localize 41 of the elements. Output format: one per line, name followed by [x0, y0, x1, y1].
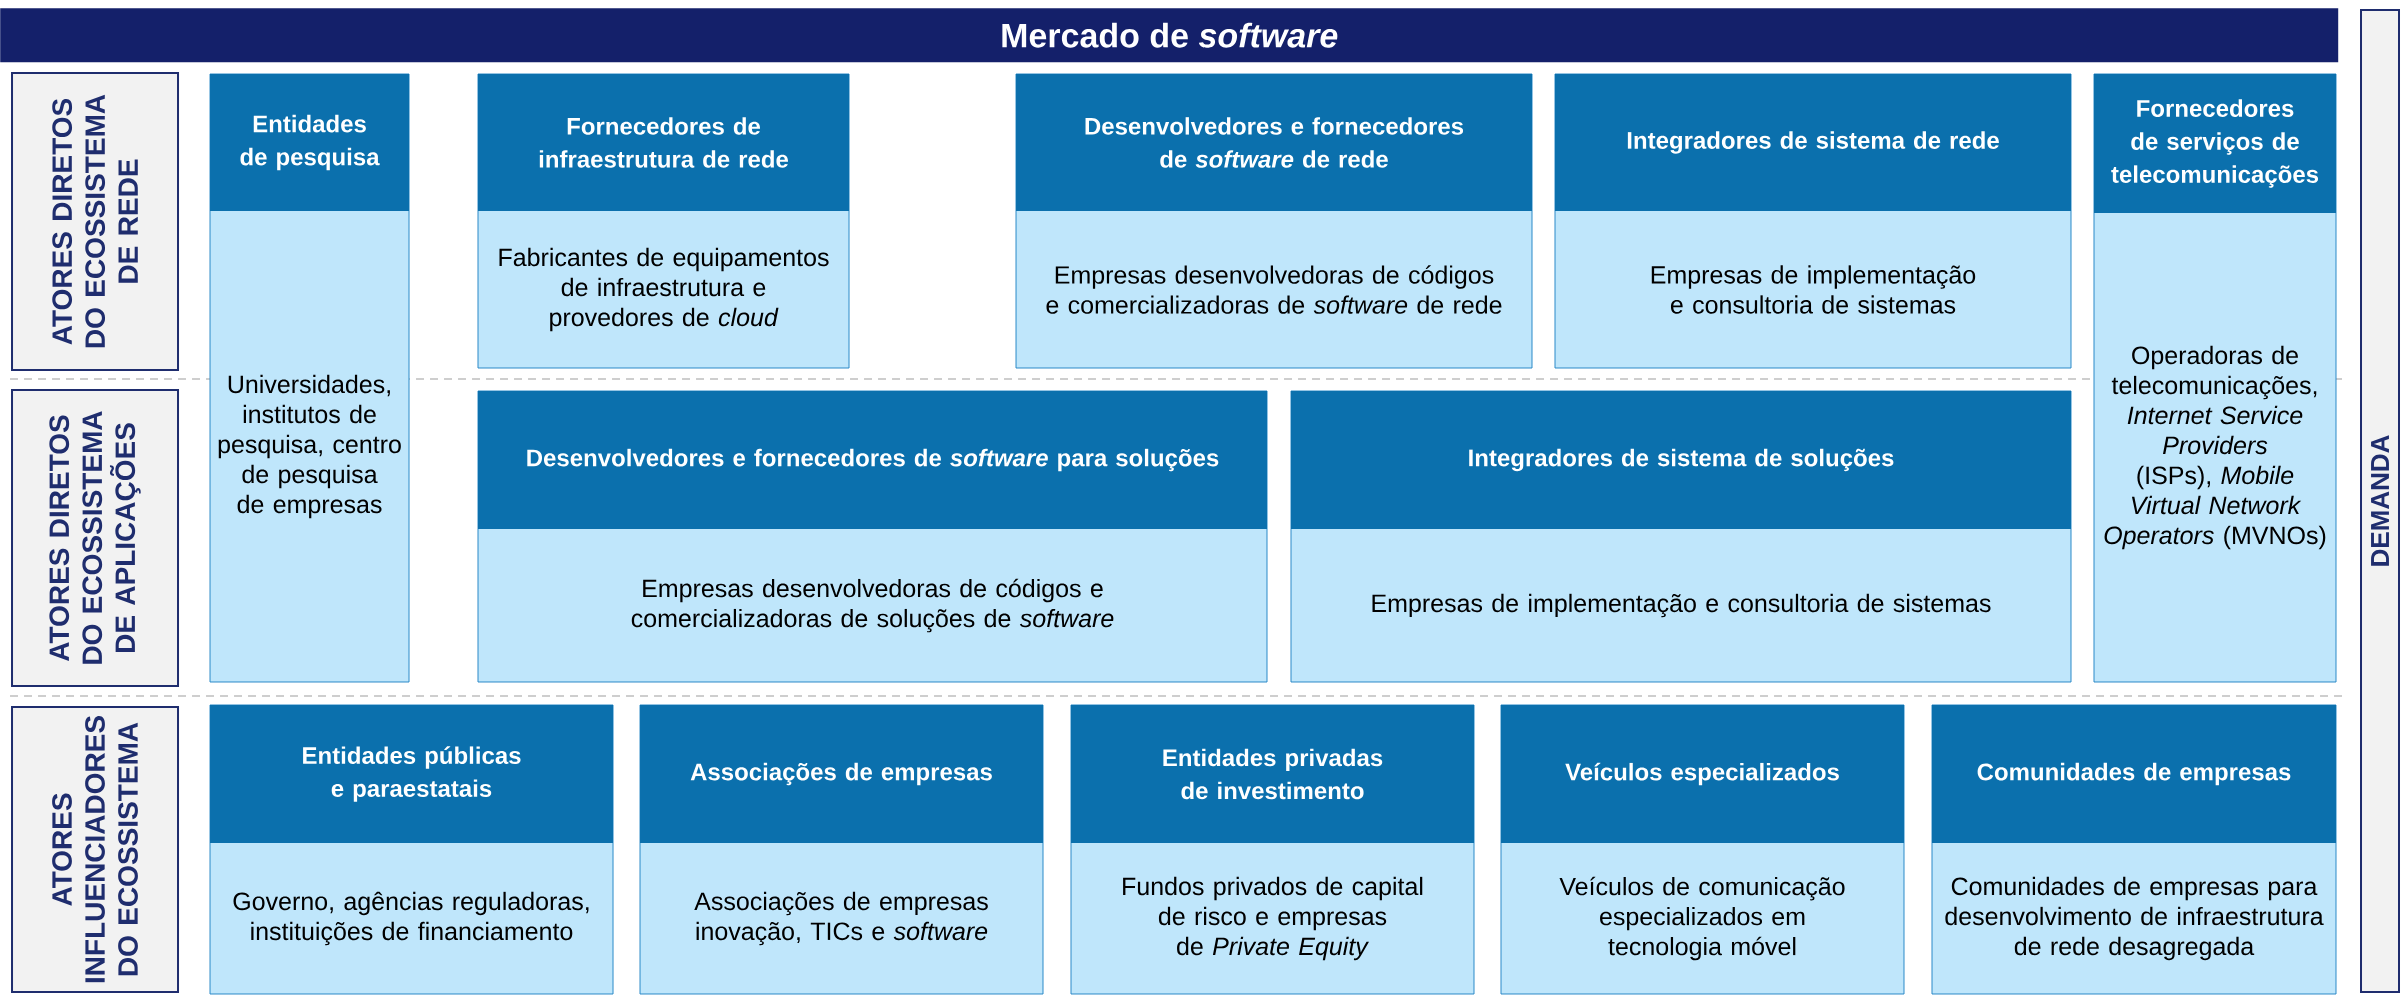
category-card — [1931, 704, 2337, 995]
card-heading: Entidades públicas e paraestatais — [210, 705, 613, 843]
category-card — [2093, 73, 2337, 683]
category-card — [1500, 704, 1905, 995]
category-card — [209, 704, 614, 995]
title-bar: Mercado de software — [0, 8, 2339, 63]
card-heading: Associações de empresas — [640, 705, 1043, 843]
card-description: Associações de empresas inovação, TICs e software — [694, 891, 988, 946]
card-heading: Desenvolvedores e fornecedores de software de rede — [1016, 74, 1532, 211]
card-description: Comunidades de empresas para desenvolvimento de infraestrutura de rede desagregada — [1945, 876, 2324, 961]
card-description: Empresas de implementação e consultoria de sistemas — [1651, 265, 1976, 314]
category-card — [1070, 704, 1475, 995]
category-card — [477, 390, 1268, 683]
card-heading: Integradores de sistema de soluções — [1291, 391, 2071, 529]
card-description: Empresas desenvolvedoras de códigos e comercializadoras de software de rede — [1046, 265, 1502, 314]
category-card — [1290, 390, 2072, 683]
category-card — [209, 73, 410, 683]
card-heading: Entidades privadas de investimento — [1071, 705, 1474, 843]
card-description: Universidades, institutos de pesquisa, centro de pesquisa de empresas — [218, 374, 401, 519]
side-label: DEMANDA — [2360, 9, 2400, 993]
card-description: Empresas de implementação e consultoria de sistemas — [1372, 593, 1991, 618]
card-description: Fundos privados de capital de risco e empresas de Private Equity — [1123, 876, 1423, 961]
category-card — [1015, 73, 1533, 369]
card-heading: Veículos especializados — [1501, 705, 1904, 843]
card-heading: Comunidades de empresas — [1932, 705, 2336, 843]
card-description: Fabricantes de equipamentos de infraestrutura e provedores de cloud — [499, 247, 829, 332]
card-heading: Entidades de pesquisa — [210, 74, 409, 211]
card-heading: Desenvolvedores e fornecedores de software para soluções — [478, 391, 1267, 529]
card-heading: Fornecedores de infraestrutura de rede — [478, 74, 849, 211]
card-description: Veículos de comunicação especializados em tecnologia móvel — [1559, 876, 1845, 961]
card-heading: Integradores de sistema de rede — [1555, 74, 2071, 211]
category-card — [477, 73, 850, 369]
row-label: ATORES DIRETOS DO ECOSSISTEMA DE APLICAÇÕES — [11, 389, 179, 687]
card-description: Governo, agências reguladoras, instituições de financiamento — [233, 891, 589, 946]
row-label: ATORES INFLUENCIADORES DO ECOSSISTEMA — [11, 706, 179, 993]
category-card — [1554, 73, 2072, 369]
card-description: Operadoras de telecomunicações, Internet Service Providers (ISPs), Mobile Virtual Network Operators (MVNOs) — [2104, 345, 2326, 550]
card-heading: Fornecedores de serviços de telecomunicações — [2094, 74, 2336, 213]
row-label: ATORES DIRETOS DO ECOSSISTEMA DE REDE — [11, 72, 179, 371]
card-description: Empresas desenvolvedoras de códigos e comercializadoras de soluções de software — [631, 578, 1114, 633]
category-card — [639, 704, 1044, 995]
